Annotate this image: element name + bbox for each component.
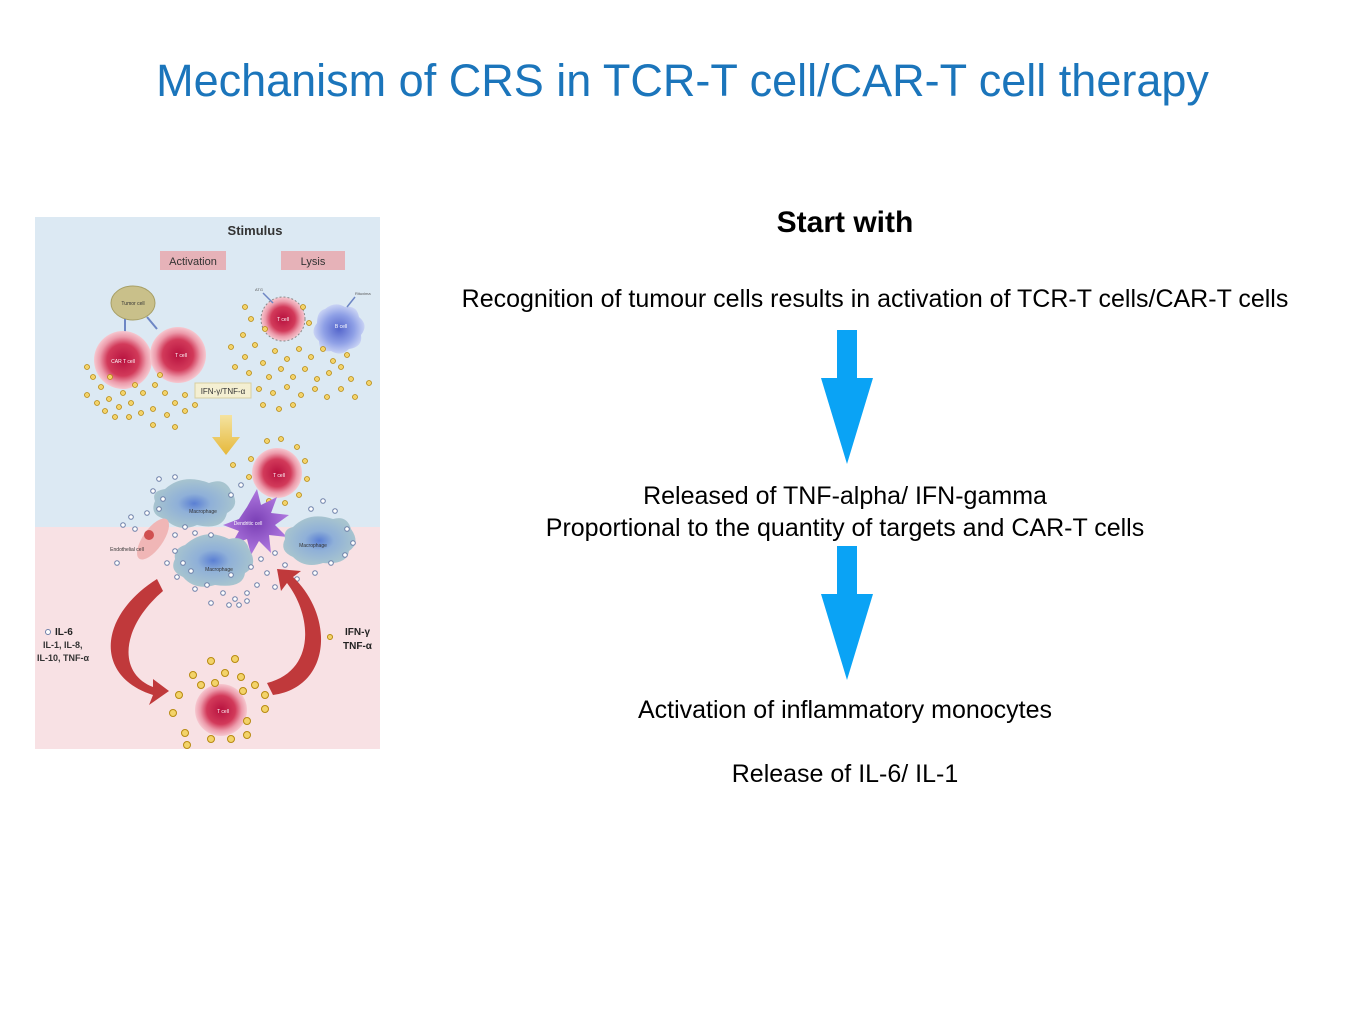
slide-title: Mechanism of CRS in TCR-T cell/CAR-T cel…: [156, 55, 1209, 106]
ifn-tnf-box: [194, 382, 252, 399]
cytokine-dots-bottom: [169, 655, 269, 749]
macrophage-label-3: Macrophage: [205, 567, 233, 573]
lysis-label: Lysis: [301, 256, 326, 268]
t-cell-label-1: T cell: [175, 353, 187, 359]
macrophage-label-2: Macrophage: [299, 543, 327, 549]
car-t-cell: [94, 331, 152, 389]
t-cell-bottom: [195, 684, 247, 736]
t-cell-label-2: T cell: [277, 317, 289, 323]
b-cell-label: B cell: [335, 324, 347, 330]
flow-step-release-line-1: Released of TNF-alpha/ IFN-gamma: [643, 482, 1047, 510]
il6-label: IL-6: [55, 627, 73, 638]
tumor-cell-label: Tumor cell: [121, 301, 144, 307]
activation-box: [160, 251, 226, 270]
ifn-tnf-label: IFN-γ/TNF-α: [201, 387, 246, 396]
tnf-a-label: TNF-α: [343, 641, 373, 652]
stimulus-label: Stimulus: [228, 223, 283, 238]
t-cell-label-3: T cell: [273, 473, 285, 479]
endothelial-label: Endothelial cell: [110, 547, 144, 553]
flow-heading: Start with: [776, 206, 914, 239]
flow-step-monocytes: Activation of inflammatory monocytes: [637, 696, 1053, 724]
il-list-1: IL-1, IL-8,: [43, 640, 83, 650]
tumor-cell: [110, 285, 156, 321]
dendritic-cell: [223, 489, 289, 555]
t-cell-label-4: T cell: [217, 709, 229, 715]
down-arrow-1: [821, 330, 873, 464]
down-arrow-2: [821, 546, 873, 680]
il6-dots: [114, 474, 356, 608]
car-t-cell-label: CAR T cell: [111, 359, 135, 365]
endothelial-cell: [136, 518, 170, 560]
t-cell-lysis: [260, 296, 306, 342]
flow-step-recognition: Recognition of tumour cells results in a…: [461, 285, 1289, 313]
flow-step-il6-release: Release of IL-6/ IL-1: [731, 760, 959, 788]
macrophage-right: [283, 516, 356, 565]
b-cell: [313, 304, 365, 354]
il-list-2: IL-10, TNF-α: [37, 653, 89, 663]
t-cell-upper-left: [150, 327, 206, 383]
flow-step-release-line-2: Proportional to the quantity of targets …: [545, 514, 1145, 542]
macrophage-upper: [153, 479, 236, 528]
ifn-g-label: IFN-γ: [345, 627, 370, 638]
curved-arrow-left: [110, 579, 169, 705]
dendritic-label: Dendritic cell: [234, 521, 263, 527]
crs-mechanism-figure: Stimulus Activation Lysis Tumor cell CAR…: [35, 217, 380, 749]
lysis-box: [281, 251, 345, 270]
atg-label: ATG: [255, 287, 263, 292]
yellow-down-arrow: [212, 415, 240, 455]
t-cell-middle: [252, 448, 302, 498]
curved-arrow-right: [267, 569, 322, 695]
cytokine-dots-upper: [84, 304, 372, 430]
macrophage-label-1: Macrophage: [189, 509, 217, 515]
rituximab-label: Rituxima: [355, 291, 371, 296]
activation-label: Activation: [169, 256, 217, 268]
